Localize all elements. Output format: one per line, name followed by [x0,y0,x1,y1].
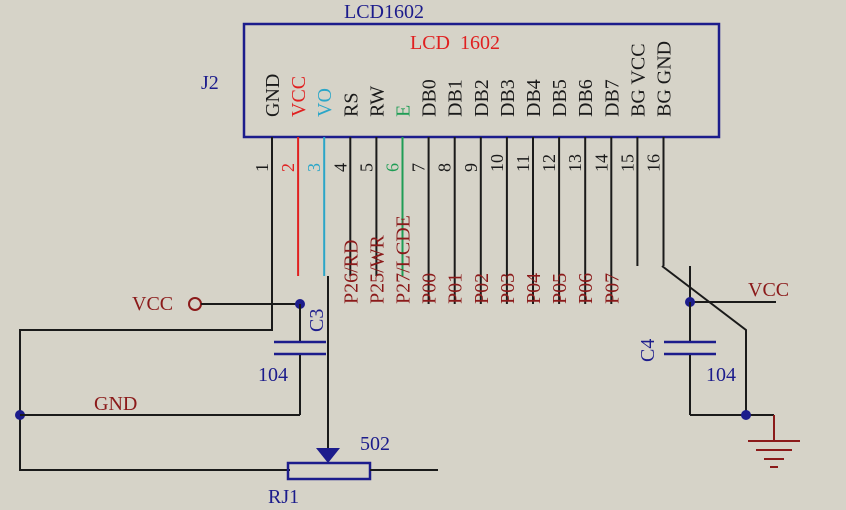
gnd-net-label: GND [94,393,137,415]
pin-name-label: DB6 [575,79,597,117]
pin-name-label: DB5 [549,79,571,117]
pin-number-label: 5 [356,163,376,172]
pin-name-label: VO [314,88,336,117]
pot-wiper-arrow [316,448,340,463]
pin-name-label: RW [366,86,388,117]
gnd-loop-wire [19,276,290,471]
lcd-pin-15: BG VCC 15 [617,43,649,266]
pin15-bend-wire [661,265,747,415]
pin-name-label: VCC [288,76,310,117]
vcc-left-terminal [188,297,202,311]
c3-ref-label: C3 [306,309,328,332]
pin-number-label: 14 [591,154,611,172]
lcd-part-label: LCD1602 [344,1,424,23]
pot-value-label: 502 [360,433,390,455]
pin-name-label: DB3 [497,79,519,117]
pin-name-label: DB1 [445,79,467,117]
pin-net-label: P27/LCDE [393,215,415,304]
pin-net-label: P07 [601,273,623,304]
pin-number-label: 11 [513,155,533,172]
pin-number-label: 10 [487,154,507,172]
pin-net-label: P26/RD [340,240,362,304]
vcc-left-label: VCC [132,293,173,315]
c4-value-label: 104 [706,364,736,386]
lcd-inner-label: LCD 1602 [410,32,500,54]
pin-net-label: P25/WR [366,234,388,304]
pins-layer: GND1VCC2VO3RS4P26/RDRW5P25/WRE6P27/LCDED… [252,41,676,304]
pin-number-label: 2 [278,163,298,172]
pot-ref-label: RJ1 [268,486,299,508]
pin-net-label: P06 [575,273,597,304]
c4-ref-label: C4 [637,339,659,362]
pin-number-label: 3 [304,163,324,172]
pin-name-label: RS [340,93,362,117]
pin-number-label: 12 [539,154,559,172]
pin-name-label: DB0 [419,79,441,117]
pin-number-label: 1 [252,163,272,172]
junction-gnd-right [741,410,751,420]
pin-number-label: 4 [330,163,350,172]
lcd-pin-1: GND 1 [252,74,284,276]
pin-number-label: 6 [383,163,403,172]
pin-net-label: P02 [471,273,493,304]
pin-name-label: E [393,105,415,117]
vcc-right-label: VCC [748,279,789,301]
lcd-pin-3: VO 3 [304,88,336,276]
pin-name-label: DB2 [471,79,493,117]
pin-number-label: 9 [461,163,481,172]
lcd-pin-2: VCC 2 [278,76,310,276]
pin-name-label: DB4 [523,79,545,117]
pin-number-label: 13 [565,154,585,172]
ground-icon [748,440,800,468]
pin-net-label: P01 [445,273,467,304]
pin-name-label: GND [262,74,284,117]
pin-number-label: 8 [435,163,455,172]
lcd-pin-16: BG GND 16 [644,41,676,266]
c3-value-label: 104 [258,364,288,386]
pin-name-label: BG GND [654,41,676,117]
pin-number-label: 15 [617,154,637,172]
pin-name-label: BG VCC [627,43,649,117]
pin-net-label: P00 [419,273,441,304]
pin-number-label: 16 [644,154,664,172]
pot-body [286,461,372,481]
pin-name-label: DB7 [601,79,623,117]
lcd-ref-designator: J2 [201,72,219,94]
pin-net-label: P04 [523,273,545,304]
pin-net-label: P05 [549,273,571,304]
pin-net-label: P03 [497,273,519,304]
pin-number-label: 7 [409,163,429,172]
